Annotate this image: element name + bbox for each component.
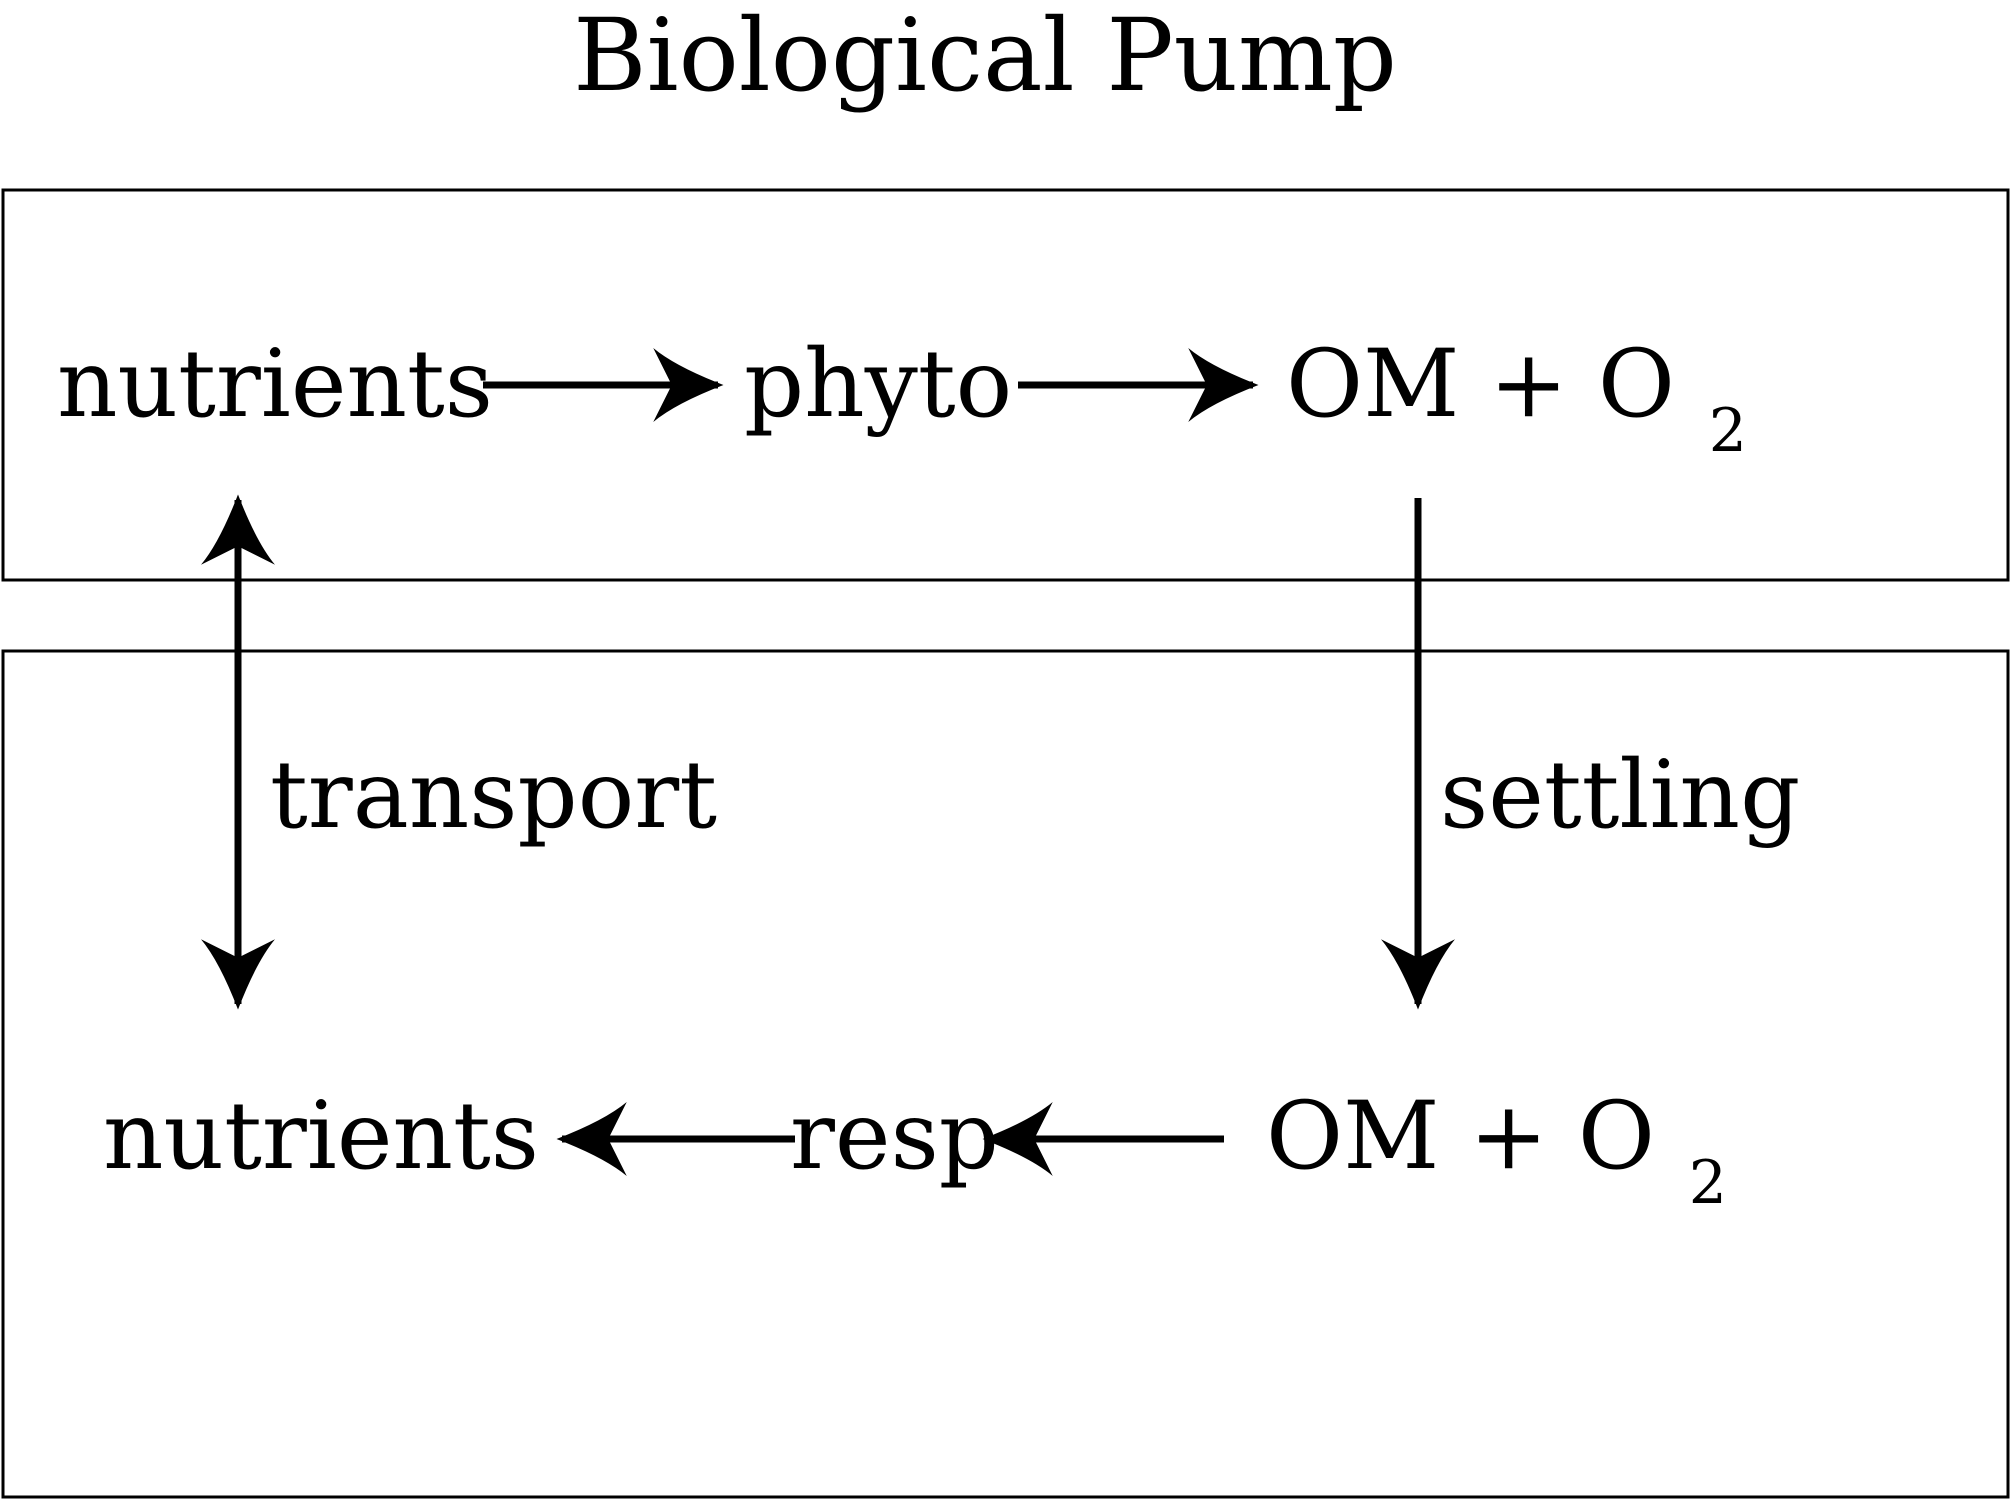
lower-om-o2-subscript: 2 [1689, 1148, 1727, 1218]
upper-om-o2-subscript: 2 [1709, 396, 1747, 466]
settling-label: settling [1440, 741, 1800, 850]
lower-resp-node: resp [790, 1082, 999, 1191]
upper-om-o2-text: OM + O [1286, 330, 1675, 439]
upper-phyto-node: phyto [744, 330, 1012, 439]
lower-box [1, 649, 2010, 1499]
upper-box [1, 188, 2010, 582]
upper-om-o2-node: OM + O 2 [1286, 330, 1747, 466]
lower-nutrients-node: nutrients [103, 1082, 539, 1191]
diagram-title: Biological Pump [573, 0, 1397, 114]
transport-label: transport [270, 741, 717, 850]
lower-om-o2-node: OM + O 2 [1266, 1082, 1727, 1218]
lower-om-o2-text: OM + O [1266, 1082, 1655, 1191]
upper-nutrients-node: nutrients [57, 330, 493, 439]
